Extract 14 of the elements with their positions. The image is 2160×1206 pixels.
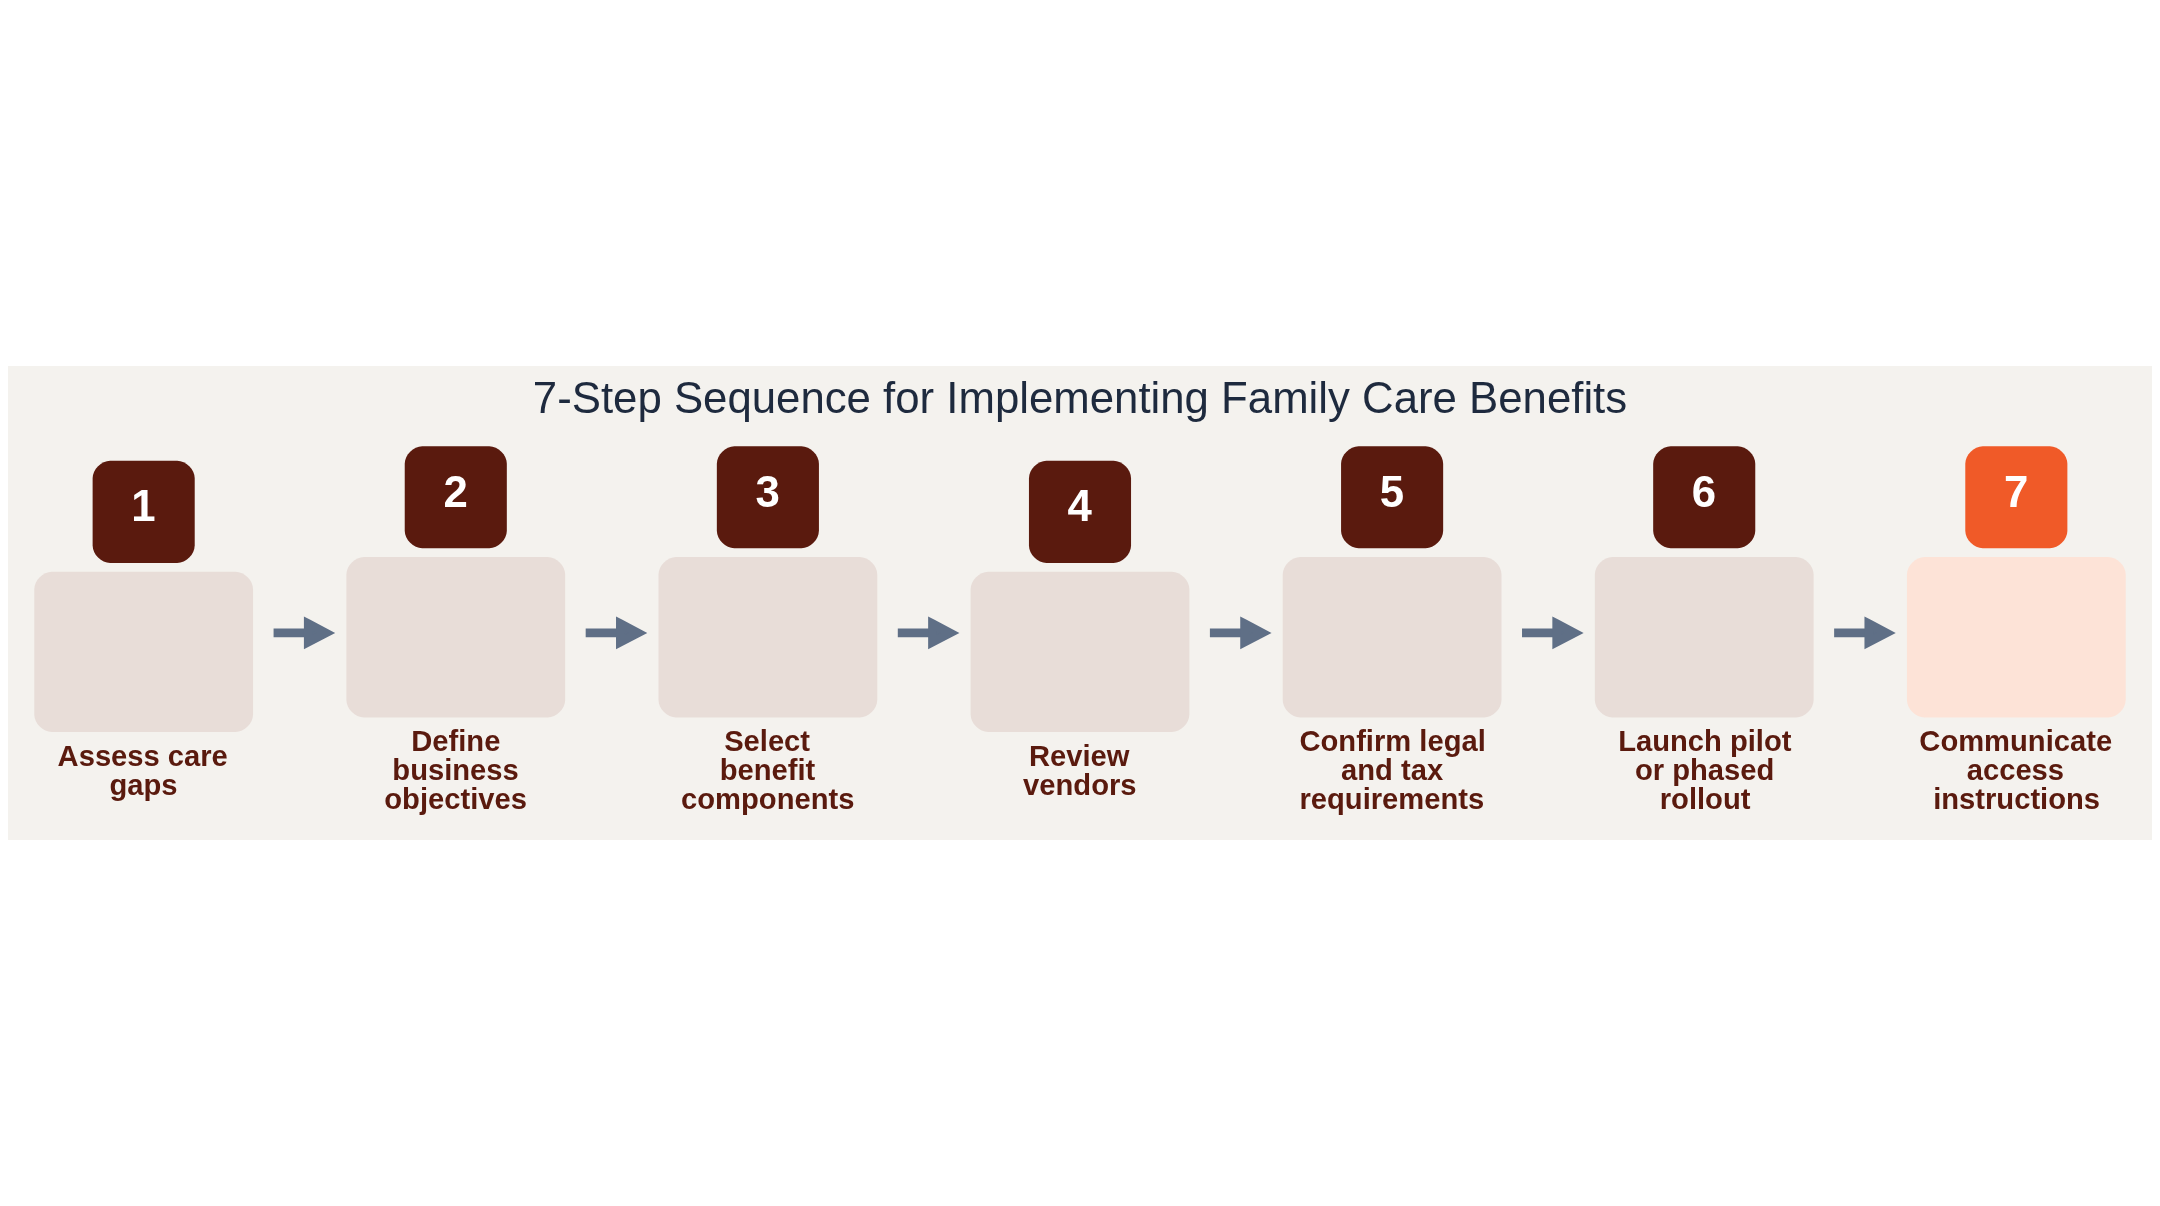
arrow xyxy=(585,616,648,650)
node-label: Assess care gaps xyxy=(57,739,228,801)
arrow xyxy=(1522,616,1584,650)
arrow xyxy=(1834,616,1896,650)
node-label: Select benefit components xyxy=(681,725,855,816)
arrow xyxy=(1209,616,1272,650)
node-label: Launch pilot or phased rollout xyxy=(1618,725,1792,816)
arrow xyxy=(273,616,336,650)
node-label: Define business objectives xyxy=(384,725,527,816)
diagram-title: 7-Step Sequence for Implementing Family Care Benefits xyxy=(532,372,1628,422)
arrow xyxy=(897,616,960,650)
node-label: Review vendors xyxy=(1023,739,1137,801)
node-label: Communicate access instructions xyxy=(1919,725,2113,816)
node-label: Confirm legal and tax requirements xyxy=(1299,725,1486,816)
